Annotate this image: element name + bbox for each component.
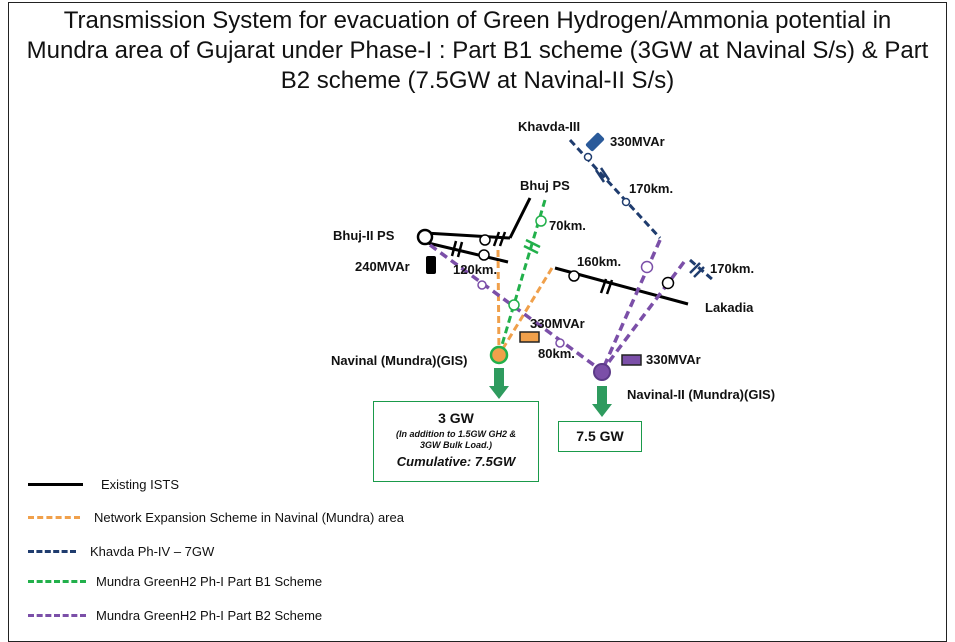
legend-label: Mundra GreenH2 Ph-I Part B2 Scheme (96, 607, 323, 623)
label-len-khavda: 170km. (629, 181, 673, 196)
dc-marker (450, 240, 464, 258)
label-len-bhuj: 70km. (549, 218, 586, 233)
legend-item-b2: Mundra GreenH2 Ph-I Part B2 Scheme (28, 605, 322, 625)
legend-label: Existing ISTS (101, 476, 180, 492)
label-len-navinal-ii: 80km. (538, 346, 575, 361)
expansion-line-1 (496, 249, 501, 356)
capacity-value: 7.5 GW (576, 428, 624, 444)
reactor-navinal-ii-icon (621, 354, 642, 366)
capacity-value: 3 GW (438, 410, 474, 426)
label-reactor-bhuj-ii: 240MVAr (355, 259, 410, 274)
legend-label: Network Expansion Scheme in Navinal (Mun… (94, 509, 404, 525)
line-node (555, 338, 565, 348)
b1-line-bhuj-to-navinal (497, 199, 547, 356)
capacity-box-navinal: 3 GW (In addition to 1.5GW GH2 & 3GW Bul… (373, 401, 539, 482)
label-len-lakadia-khavda: 170km. (710, 261, 754, 276)
dc-marker (523, 238, 541, 255)
label-lakadia: Lakadia (705, 300, 754, 315)
line-node (535, 215, 547, 227)
legend-swatch (28, 549, 76, 553)
line-node (640, 260, 654, 274)
expansion-line-2 (497, 267, 554, 356)
b2-line-lakadia-to-navinal-ii (600, 260, 686, 373)
reactor-navinal-icon (519, 331, 540, 343)
network-diagram: Khavda-III 330MVAr Bhuj PS 170km. 70km. … (331, 119, 775, 417)
legend-swatch (28, 482, 83, 486)
b2-line-khavda-to-navinal-ii (600, 239, 662, 372)
label-len-bhuj-ii: 120km. (453, 262, 497, 277)
capacity-cumulative: Cumulative: 7.5GW (396, 454, 516, 469)
existing-line-bhuj-ii-lower (427, 241, 509, 264)
node-navinal (489, 345, 509, 365)
legend-label: Khavda Ph-IV – 7GW (90, 543, 215, 559)
label-bhuj-ps: Bhuj PS (520, 178, 570, 193)
label-reactor-navinal: 330MVAr (530, 316, 585, 331)
capacity-note-line2: 3GW Bulk Load.) (420, 440, 492, 450)
line-node (568, 270, 580, 282)
label-reactor-khavda: 330MVAr (610, 134, 665, 149)
label-len-lakadia: 160km. (577, 254, 621, 269)
legend-swatch (28, 515, 80, 519)
dc-marker (689, 262, 705, 278)
dc-marker (594, 167, 611, 183)
line-node (478, 249, 490, 261)
line-node (621, 197, 631, 207)
line-node (477, 280, 487, 290)
legend-swatch (28, 579, 86, 583)
dc-marker (599, 278, 614, 295)
label-navinal-ii: Navinal-II (Mundra)(GIS) (627, 387, 775, 402)
legend-item-network-expansion: Network Expansion Scheme in Navinal (Mun… (28, 507, 404, 527)
line-node (661, 276, 675, 290)
capacity-box-navinal-ii: 7.5 GW (558, 421, 642, 452)
dc-marker (492, 231, 507, 247)
legend-item-khavda: Khavda Ph-IV – 7GW (28, 541, 214, 561)
legend-item-b1: Mundra GreenH2 Ph-I Part B1 Scheme (28, 571, 322, 591)
reactor-khavda-icon (585, 132, 605, 152)
diagram-title: Transmission System for evacuation of Gr… (26, 7, 929, 94)
legend-item-existing: Existing ISTS (28, 474, 179, 494)
existing-line-bhuj-ps-spur (508, 197, 532, 239)
line-node (508, 299, 520, 311)
reactor-bhuj-ii-icon (426, 256, 436, 274)
legend-label: Mundra GreenH2 Ph-I Part B1 Scheme (96, 573, 323, 589)
arrow-navinal-ii-icon (592, 386, 612, 417)
node-bhuj-ii (416, 228, 434, 246)
legend-swatch (28, 613, 86, 617)
line-node (583, 152, 593, 162)
label-khavda-iii: Khavda-III (518, 119, 580, 134)
arrow-navinal-icon (489, 368, 509, 399)
label-navinal: Navinal (Mundra)(GIS) (331, 353, 468, 368)
capacity-note-line1: (In addition to 1.5GW GH2 & (396, 429, 516, 439)
line-node (479, 234, 491, 246)
label-reactor-navinal-ii: 330MVAr (646, 352, 701, 367)
node-navinal-ii (593, 363, 611, 381)
label-bhuj-ii-ps: Bhuj-II PS (333, 228, 395, 243)
